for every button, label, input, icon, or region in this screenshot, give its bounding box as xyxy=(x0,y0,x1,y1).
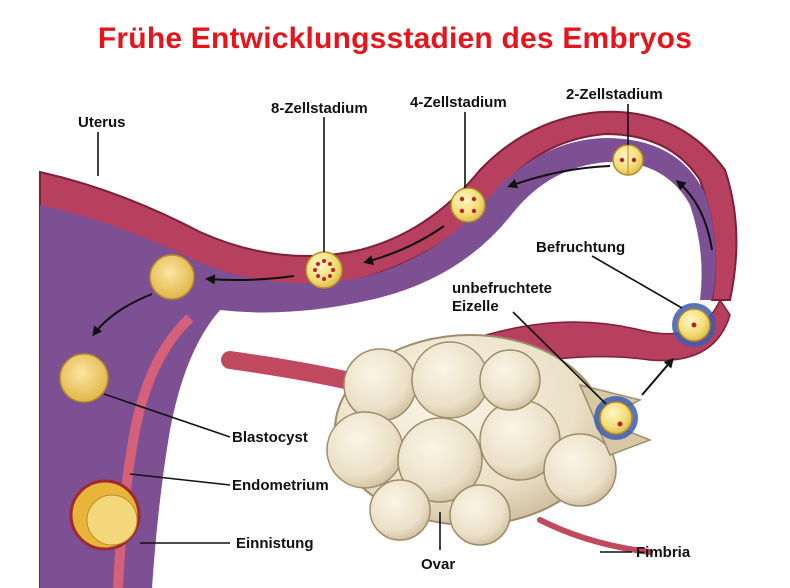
cell-fertilized xyxy=(672,303,716,347)
cell-8-stage xyxy=(306,252,342,288)
label-4-cell-stage: 4-Zellstadium xyxy=(410,94,507,111)
label-fertilization: Befruchtung xyxy=(536,239,625,256)
diagram-title: Frühe Entwicklungsstadien des Embryos xyxy=(0,22,790,56)
cell-unfertilized xyxy=(594,396,638,440)
label-endometrium: Endometrium xyxy=(232,477,329,494)
label-2-cell-stage: 2-Zellstadium xyxy=(566,86,663,103)
label-unfertilized-egg-line1: unbefruchtete xyxy=(452,280,552,297)
ovary xyxy=(327,335,650,545)
label-8-cell-stage: 8-Zellstadium xyxy=(271,100,368,117)
label-ovary: Ovar xyxy=(421,556,455,573)
label-unfertilized-egg-line2: Eizelle xyxy=(452,298,499,315)
label-blastocyst: Blastocyst xyxy=(232,429,308,446)
cell-morula xyxy=(150,255,194,299)
cell-2-stage xyxy=(613,145,643,175)
cell-blastocyst xyxy=(60,354,108,402)
ovarian-ligament xyxy=(230,360,345,380)
label-uterus: Uterus xyxy=(78,114,126,131)
label-fimbria: Fimbria xyxy=(636,544,690,561)
label-implantation: Einnistung xyxy=(236,535,314,552)
cell-4-stage xyxy=(451,188,485,222)
cell-implanted xyxy=(71,481,139,549)
